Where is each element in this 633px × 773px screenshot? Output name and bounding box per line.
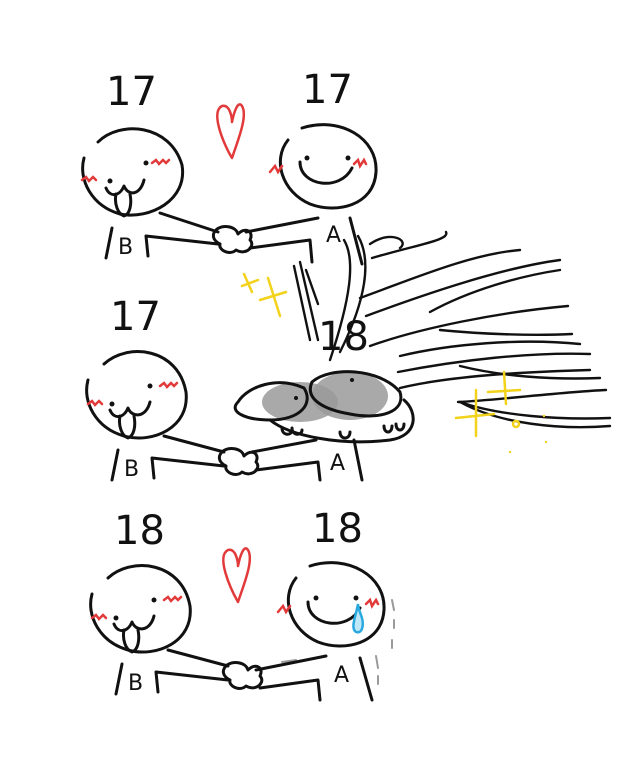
blush-mark [150, 158, 171, 166]
age-a-panel-3: 18 [312, 506, 363, 552]
character-a-panel-2: A [233, 370, 415, 482]
blush-mark [158, 381, 179, 389]
sparkle-icon [511, 419, 521, 429]
age-b-panel-3: 18 [114, 508, 165, 554]
eye-icon [109, 401, 115, 407]
handshake-hands [221, 661, 264, 690]
label-a-panel-3: A [334, 663, 349, 688]
handshake-hands [211, 225, 254, 254]
character-b-panel-2: B [85, 350, 226, 482]
eye-icon [151, 597, 157, 603]
sparkle-icon [240, 272, 260, 294]
eye-icon [313, 595, 319, 601]
label-a-panel-2: A [330, 451, 345, 476]
eye-icon [143, 160, 149, 166]
eye-icon [107, 178, 113, 184]
label-a-panel-1: A [326, 223, 341, 248]
heart-icon [222, 547, 252, 604]
panel-3: 18 18 B A [89, 506, 395, 702]
tear-icon [352, 603, 364, 634]
panel-2: 17 18 [85, 230, 612, 482]
speed-lines [328, 230, 612, 429]
character-b-panel-3: B [89, 564, 230, 696]
sparkle-icon [486, 370, 522, 406]
eye-icon [147, 383, 153, 389]
eye-icon [304, 155, 310, 161]
eye-icon [113, 615, 119, 621]
blush-mark [86, 399, 104, 407]
heart-icon [216, 103, 246, 160]
blush-mark [268, 163, 284, 175]
trembling-marks [281, 599, 395, 685]
sparkle-icon [454, 388, 496, 438]
character-a-panel-3: A [254, 561, 395, 702]
label-b-panel-2: B [124, 457, 139, 482]
blush-mark [276, 603, 292, 615]
age-b-panel-2: 17 [110, 294, 161, 340]
blush-mark [162, 595, 183, 603]
eye-icon [345, 155, 351, 161]
blush-mark [90, 613, 108, 621]
blush-mark [364, 597, 380, 609]
sparkle-icon [258, 276, 288, 318]
character-a-panel-1: A [244, 123, 378, 266]
eye-icon [353, 595, 359, 601]
age-a-panel-1: 17 [302, 67, 353, 113]
age-a-panel-2: 18 [318, 314, 369, 360]
panel-1: 17 17 B A [80, 67, 378, 266]
age-b-panel-1: 17 [106, 69, 157, 115]
label-b-panel-1: B [118, 235, 133, 260]
handshake-hands [217, 447, 260, 476]
character-b-panel-1: B [80, 127, 220, 260]
blush-mark [352, 157, 368, 169]
blush-mark [80, 175, 98, 183]
label-b-panel-3: B [128, 671, 143, 696]
